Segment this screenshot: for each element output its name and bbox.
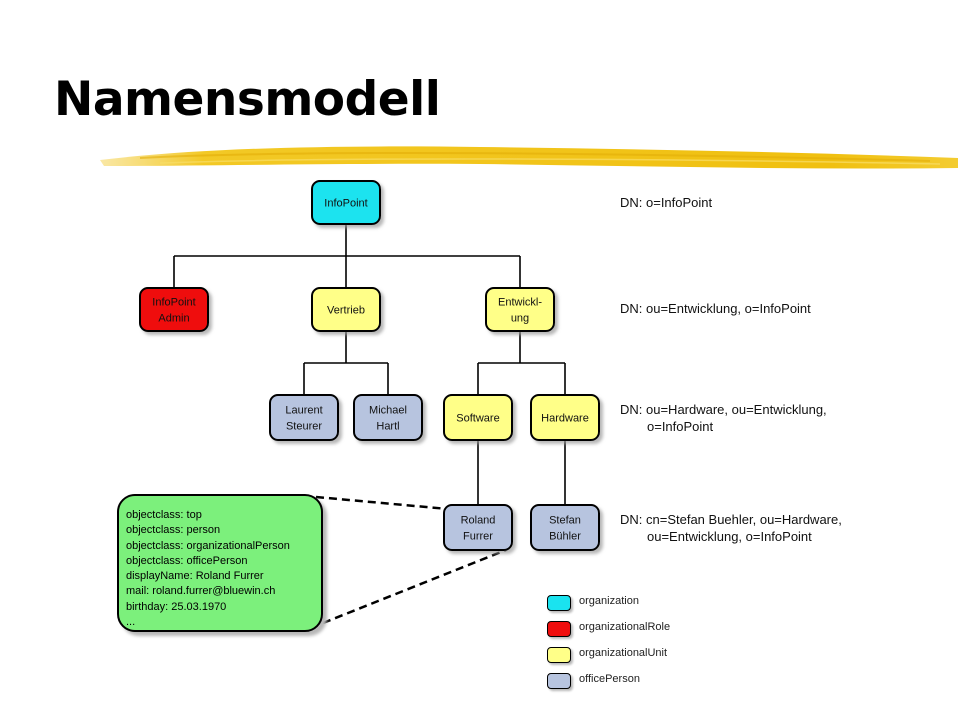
node-label: Michael	[369, 405, 407, 417]
tree-nodes: InfoPointInfoPointAdminVertriebEntwickl-…	[139, 180, 600, 551]
dn-line: DN: cn=Stefan Buehler, ou=Hardware,	[620, 512, 842, 527]
dn-line: DN: o=InfoPoint	[620, 195, 713, 210]
tree-edges	[173, 224, 566, 505]
brush-stroke-detail	[139, 151, 931, 162]
node-hardware: Hardware	[530, 394, 600, 441]
node-label: InfoPoint	[152, 297, 195, 309]
node-label: Vertrieb	[327, 305, 365, 317]
brush-stroke-highlight	[159, 158, 941, 165]
node-software: Software	[443, 394, 513, 441]
attribute-line: objectclass: person	[126, 524, 221, 537]
node-box	[311, 287, 381, 332]
dn-line-2: ou=Entwicklung, o=InfoPoint	[647, 529, 812, 544]
legend-label: officePerson	[579, 673, 640, 685]
attribute-line: birthday: 25.03.1970	[126, 600, 227, 613]
legend-label: organizationalUnit	[579, 647, 668, 659]
dn-line-2: o=InfoPoint	[647, 419, 714, 434]
node-label: Stefan	[549, 515, 581, 527]
node-box	[443, 394, 513, 441]
node-box	[353, 394, 423, 441]
brush-stroke	[100, 146, 958, 169]
node-label: Roland	[461, 515, 496, 527]
node-label: Furrer	[463, 531, 493, 543]
node-label: ung	[511, 313, 529, 325]
legend-swatch	[547, 647, 571, 663]
dn-label-level4: DN: cn=Stefan Buehler, ou=Hardware, ou=E…	[620, 511, 842, 545]
node-infopoint: InfoPoint	[311, 180, 381, 225]
node-label: InfoPoint	[324, 198, 367, 210]
legend-swatch	[547, 673, 571, 689]
attributes-callout: objectclass: top objectclass: person obj…	[117, 494, 323, 632]
node-label: Hardware	[541, 413, 589, 425]
page-title: Namensmodell	[54, 72, 441, 127]
dn-line: DN: ou=Hardware, ou=Entwicklung,	[620, 402, 827, 417]
callout-connector-top	[315, 495, 449, 511]
node-label: Steurer	[286, 421, 322, 433]
node-box	[311, 180, 381, 225]
attribute-line: objectclass: officePerson	[126, 554, 248, 567]
attribute-line: objectclass: organizationalPerson	[126, 539, 290, 552]
dn-label-level2: DN: ou=Entwicklung, o=InfoPoint	[620, 300, 811, 317]
node-label: Entwickl-	[498, 297, 542, 309]
legend-swatch	[547, 595, 571, 611]
node-vertrieb: Vertrieb	[311, 287, 381, 332]
attribute-line: displayName: Roland Furrer	[126, 570, 264, 583]
node-box	[530, 504, 600, 551]
node-label: Hartl	[376, 421, 399, 433]
node-box	[530, 394, 600, 441]
node-label: Bühler	[549, 531, 581, 543]
node-entwicklung: Entwickl-ung	[485, 287, 555, 332]
legend-label: organization	[579, 595, 639, 607]
dn-label-level1: DN: o=InfoPoint	[620, 194, 712, 211]
dn-line: DN: ou=Entwicklung, o=InfoPoint	[620, 301, 811, 316]
node-box	[269, 394, 339, 441]
attribute-line: mail: roland.furrer@bluewin.ch	[126, 585, 276, 598]
legend-label: organizationalRole	[579, 621, 671, 633]
node-box	[443, 504, 513, 551]
node-box	[139, 287, 209, 332]
attribute-line: objectclass: top	[126, 509, 202, 521]
node-box	[485, 287, 555, 332]
callout-connector-bottom	[322, 548, 507, 625]
node-label: Admin	[158, 313, 189, 325]
dn-label-level3: DN: ou=Hardware, ou=Entwicklung, o=InfoP…	[620, 401, 827, 435]
attribute-line: ...	[126, 616, 136, 629]
node-label: Software	[456, 413, 499, 425]
legend-swatch	[547, 621, 571, 637]
callout-connector-lines	[315, 495, 507, 625]
node-label: Laurent	[285, 405, 322, 417]
